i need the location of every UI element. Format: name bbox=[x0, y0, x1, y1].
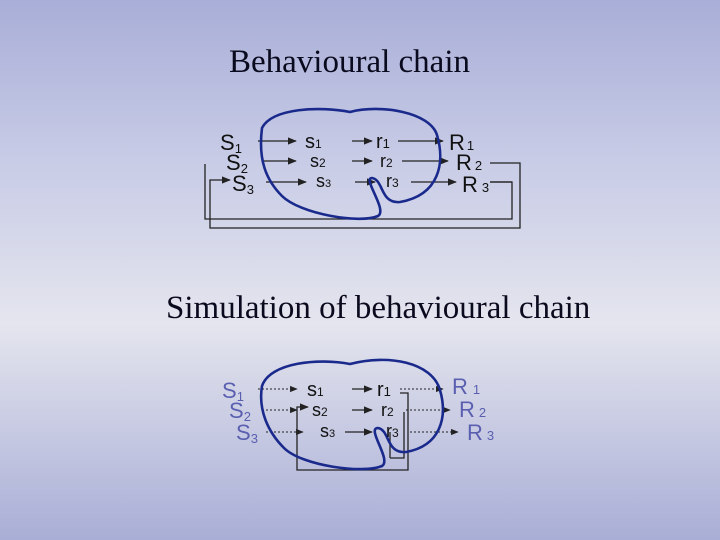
title-simulation: Simulation of behavioural chain bbox=[166, 290, 591, 326]
top-S1: S1 bbox=[220, 130, 242, 156]
bottom-s3: s3 bbox=[320, 421, 335, 441]
bottom-s1: s1 bbox=[307, 379, 324, 401]
bottom-r1: r1 bbox=[377, 379, 391, 401]
top-feedback-lines bbox=[204, 162, 521, 229]
bottom-r2: r2 bbox=[381, 400, 394, 420]
bottom-brain-outline bbox=[259, 358, 445, 471]
top-S3: S3 bbox=[232, 171, 254, 197]
bottom-S2: S2 bbox=[229, 398, 251, 424]
bottom-arrows-solid bbox=[345, 385, 373, 436]
top-arrows bbox=[258, 137, 457, 186]
bottom-r3: r3 bbox=[386, 421, 399, 441]
top-r1: r1 bbox=[376, 131, 390, 153]
top-r2: r2 bbox=[380, 151, 393, 171]
title-behavioural-chain: Behavioural chain bbox=[229, 44, 470, 80]
top-s3: s3 bbox=[316, 171, 331, 191]
bottom-s2: s2 bbox=[312, 400, 328, 420]
top-S2: S2 bbox=[226, 150, 248, 176]
top-s2: s2 bbox=[310, 151, 326, 171]
bottom-S1: S1 bbox=[222, 378, 244, 404]
top-brain-outline bbox=[259, 107, 442, 221]
top-s1: s1 bbox=[305, 131, 322, 153]
top-r3: r3 bbox=[386, 171, 399, 191]
bottom-S3: S3 bbox=[236, 420, 258, 446]
